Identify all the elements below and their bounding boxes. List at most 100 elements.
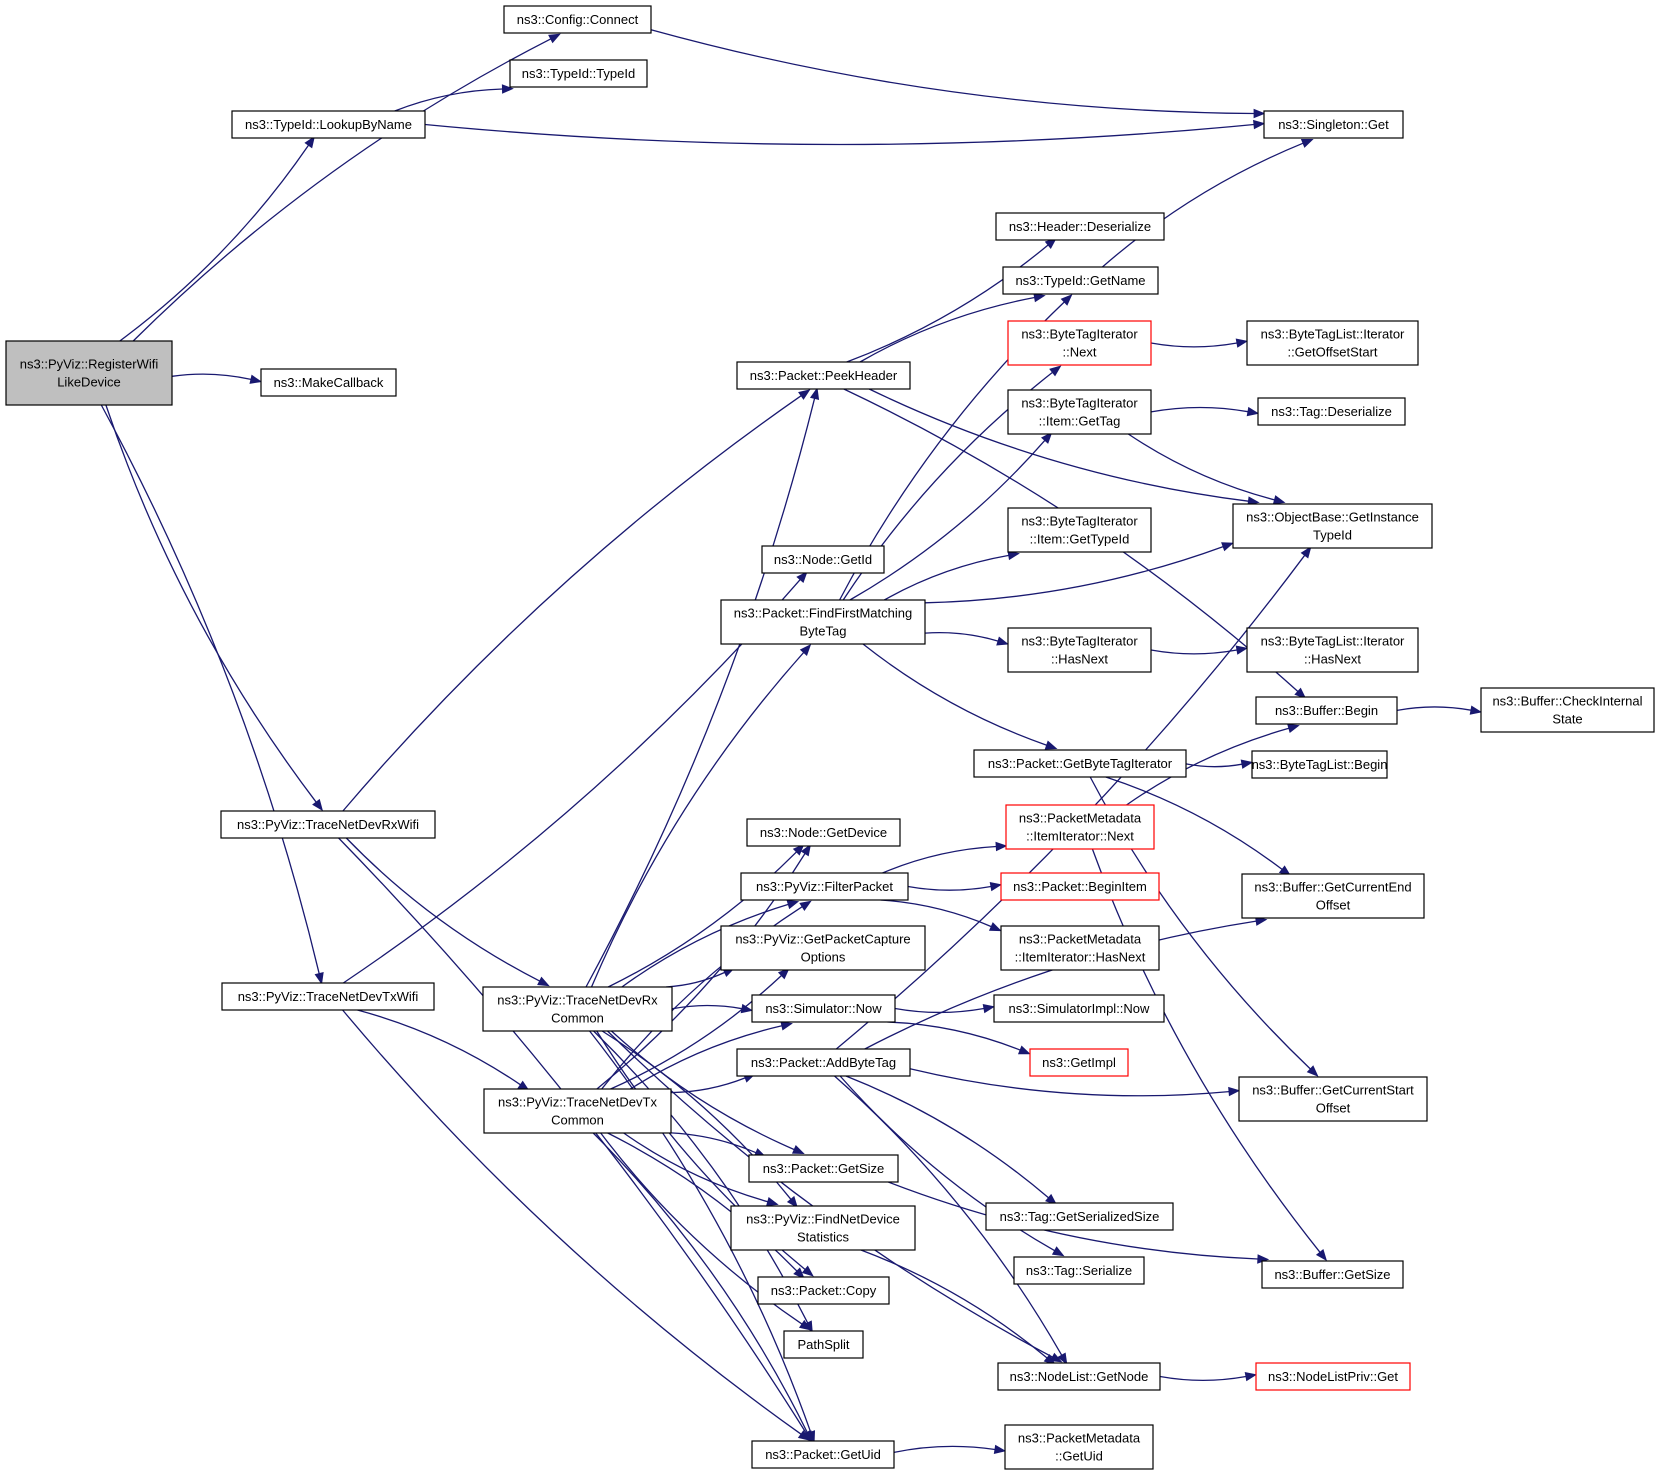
arrowhead-trace_rxcommon-to-nodelist_getnode — [1049, 1352, 1063, 1363]
node-pathsplit[interactable]: PathSplit — [783, 1330, 864, 1359]
node-btl-hasnext[interactable]: ns3::ByteTagList::Iterator::HasNext — [1246, 627, 1419, 673]
edge-trace_txcommon-to-packet_addbytetag — [670, 1077, 746, 1094]
arrowhead-root-to-trace_rxwifi — [312, 798, 324, 812]
node-packet-getuid[interactable]: ns3::Packet::GetUid — [751, 1440, 895, 1469]
node-typeid-lookup[interactable]: ns3::TypeId::LookupByName — [231, 110, 426, 139]
node-makecallback[interactable]: ns3::MakeCallback — [260, 368, 397, 397]
node-label: ns3::ByteTagIterator — [1021, 634, 1138, 649]
node-packet-getsize[interactable]: ns3::Packet::GetSize — [748, 1154, 899, 1183]
node-box — [783, 1330, 864, 1359]
edge-typeid_lookup-to-singleton_get — [424, 123, 1255, 146]
node-box — [1246, 627, 1419, 673]
node-label: ns3::TypeId::LookupByName — [245, 117, 412, 132]
node-buffer-getsize[interactable]: ns3::Buffer::GetSize — [1261, 1260, 1404, 1289]
node-getimpl[interactable]: ns3::GetImpl — [1029, 1048, 1129, 1077]
node-packet-addbytetag[interactable]: ns3::Packet::AddByteTag — [736, 1048, 911, 1077]
arrowhead-root-to-makecallback — [249, 374, 263, 384]
node-packet-beginitem[interactable]: ns3::Packet::BeginItem — [1000, 872, 1160, 901]
node-box — [1004, 1424, 1154, 1470]
node-singleton-get[interactable]: ns3::Singleton::Get — [1263, 110, 1404, 139]
edge-packet_peekheader-to-objbase_getinst — [868, 388, 1249, 502]
node-pm-getuid[interactable]: ns3::PacketMetadata::GetUid — [1004, 1424, 1154, 1470]
arrowhead-nodelist_getnode-to-nodelistpriv_get — [1244, 1371, 1258, 1382]
edge-bti_item_gettag-to-objbase_getinst — [1127, 433, 1275, 501]
edge-bti_hasnext-to-btl_hasnext — [1150, 649, 1238, 655]
arrowhead-trace_txcommon-to-packet_copy — [793, 1267, 805, 1280]
edge-nodelist_getnode-to-nodelistpriv_get — [1159, 1375, 1247, 1381]
node-box — [482, 986, 673, 1032]
node-packet-copy[interactable]: ns3::Packet::Copy — [757, 1276, 890, 1305]
edge-packet_addbytetag-to-tag_getser — [845, 1075, 1049, 1199]
edge-trace_rxcommon-to-node_getdevice — [607, 851, 798, 988]
node-label: ns3::Packet::PeekHeader — [750, 368, 898, 383]
node-btl-begin[interactable]: ns3::ByteTagList::Begin — [1251, 750, 1388, 779]
node-pm-ii-hasnext[interactable]: ns3::PacketMetadata::ItemIterator::HasNe… — [1000, 925, 1160, 971]
arrowhead-packet_ffmbt-to-bti_hasnext — [996, 636, 1009, 646]
node-box — [997, 1362, 1161, 1391]
edge-packet_peekheader-to-typeid_getname — [859, 296, 1035, 363]
node-buffer-begin[interactable]: ns3::Buffer::Begin — [1255, 696, 1398, 725]
edge-packet_ffmbt-to-bti_hasnext — [924, 631, 999, 642]
node-node-getid[interactable]: ns3::Node::GetId — [761, 545, 885, 574]
arrowhead-trace_rxcommon-to-node_getdevice — [792, 843, 805, 856]
node-config-connect[interactable]: ns3::Config::Connect — [503, 5, 652, 34]
node-header-deser[interactable]: ns3::Header::Deserialize — [995, 212, 1165, 241]
arrowhead-trace_txcommon-to-sim_now — [780, 1021, 793, 1031]
node-tag-deser[interactable]: ns3::Tag::Deserialize — [1257, 397, 1406, 426]
edge-root-to-trace_txwifi — [100, 404, 320, 974]
node-bti-item-gettag[interactable]: ns3::ByteTagIterator::Item::GetTag — [1007, 389, 1152, 435]
node-tag-getser[interactable]: ns3::Tag::GetSerializedSize — [985, 1202, 1174, 1231]
node-label: ns3::Tag::Serialize — [1026, 1263, 1132, 1278]
node-box — [1251, 750, 1388, 779]
node-node-getdevice[interactable]: ns3::Node::GetDevice — [746, 818, 901, 847]
arrowhead-typeid_lookup-to-typeid_typeid — [501, 84, 514, 94]
node-trace-rxwifi[interactable]: ns3::PyViz::TraceNetDevRxWifi — [220, 810, 436, 839]
node-label: ::GetOffsetStart — [1287, 345, 1377, 360]
node-bti-hasnext[interactable]: ns3::ByteTagIterator::HasNext — [1007, 627, 1152, 673]
node-label: ns3::GetImpl — [1042, 1055, 1116, 1070]
node-box — [231, 110, 426, 139]
node-label: ns3::PyViz::TraceNetDevTxWifi — [238, 989, 419, 1004]
node-label: ::HasNext — [1051, 652, 1108, 667]
node-typeid-getname[interactable]: ns3::TypeId::GetName — [1002, 266, 1159, 295]
arrowhead-root-to-config_connect — [548, 33, 561, 44]
node-pm-ii-next[interactable]: ns3::PacketMetadata::ItemIterator::Next — [1005, 804, 1155, 850]
node-nodelistpriv-get[interactable]: ns3::NodeListPriv::Get — [1255, 1362, 1411, 1391]
node-btl-getoffsetstart[interactable]: ns3::ByteTagList::Iterator::GetOffsetSta… — [1246, 320, 1419, 366]
edge-trace_rxwifi-to-packet_peekheader — [342, 395, 802, 812]
node-nodelist-getnode[interactable]: ns3::NodeList::GetNode — [997, 1362, 1161, 1391]
node-label: ns3::ByteTagList::Iterator — [1261, 634, 1405, 649]
node-packet-getbti[interactable]: ns3::Packet::GetByteTagIterator — [973, 749, 1187, 778]
node-label: ns3::TypeId::TypeId — [522, 66, 635, 81]
node-trace-txwifi[interactable]: ns3::PyViz::TraceNetDevTxWifi — [221, 982, 435, 1011]
node-box — [751, 1440, 895, 1469]
arrowhead-bti_next-to-btl_getoffsetstart — [1235, 338, 1249, 348]
node-box — [1029, 1048, 1129, 1077]
node-tag-serialize[interactable]: ns3::Tag::Serialize — [1013, 1256, 1145, 1285]
arrowhead-trace_txcommon-to-pyviz_findnds — [766, 1196, 779, 1207]
node-simimpl-now[interactable]: ns3::SimulatorImpl::Now — [993, 994, 1165, 1023]
node-label: LikeDevice — [57, 375, 121, 390]
node-label: Offset — [1316, 898, 1351, 913]
node-box — [1000, 925, 1160, 971]
node-label: ns3::ByteTagIterator — [1021, 396, 1138, 411]
node-pyviz-filterpacket[interactable]: ns3::PyViz::FilterPacket — [740, 872, 909, 901]
node-label: ns3::Packet::AddByteTag — [751, 1055, 896, 1070]
node-bti-item-gettypeid[interactable]: ns3::ByteTagIterator::Item::GetTypeId — [1007, 507, 1152, 553]
node-typeid-typeid[interactable]: ns3::TypeId::TypeId — [509, 59, 648, 88]
node-sim-now[interactable]: ns3::Simulator::Now — [751, 994, 896, 1023]
node-bti-next[interactable]: ns3::ByteTagIterator::Next — [1007, 320, 1152, 366]
node-packet-peekheader[interactable]: ns3::Packet::PeekHeader — [736, 361, 911, 390]
arrowhead-typeid_lookup-to-singleton_get — [1253, 119, 1266, 130]
